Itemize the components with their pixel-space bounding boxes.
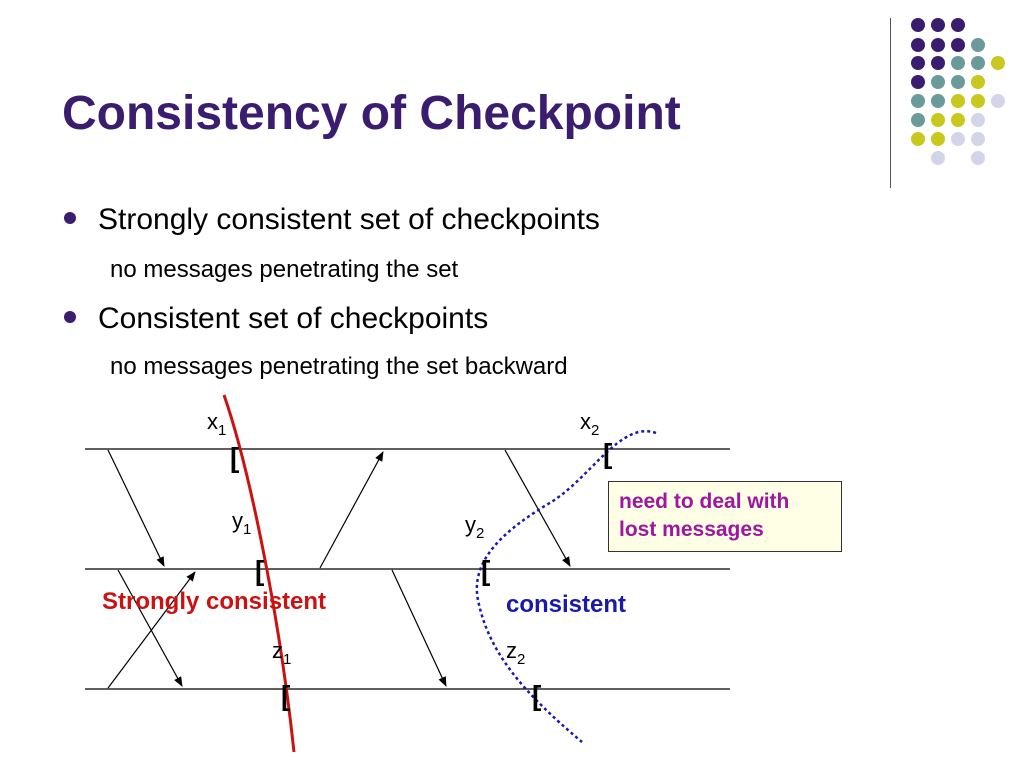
deco-dot <box>951 132 965 146</box>
deco-dot <box>951 94 965 108</box>
deco-dot <box>971 94 985 108</box>
consistent-cut <box>475 429 657 743</box>
lost-messages-note: need to deal with lost messages <box>608 481 842 552</box>
deco-dot <box>971 132 985 146</box>
deco-dot <box>931 18 945 32</box>
deco-dot <box>911 38 925 52</box>
bullet-dot-icon <box>64 311 76 324</box>
checkpoint-mark: [ <box>481 555 490 586</box>
deco-dot <box>911 18 925 32</box>
checkpoint-label-z2: z2 <box>506 638 525 668</box>
deco-dot <box>931 113 945 127</box>
checkpoint-label-y1: y1 <box>232 508 251 538</box>
deco-dot <box>971 75 985 89</box>
checkpoint-mark: [ <box>230 442 239 473</box>
deco-dot <box>911 113 925 127</box>
deco-dot <box>951 75 965 89</box>
deco-dot <box>991 56 1005 70</box>
bullet-text: Consistent set of checkpoints <box>98 302 489 335</box>
deco-dot <box>971 113 985 127</box>
checkpoint-label-y2: y2 <box>465 512 484 542</box>
checkpoint-mark: [ <box>532 680 541 711</box>
strongly-consistent-label: Strongly consistent <box>102 588 327 615</box>
decorative-divider <box>890 18 891 188</box>
deco-dot <box>931 94 945 108</box>
deco-dot <box>931 132 945 146</box>
bullet-consistent: Consistent set of checkpoints <box>64 302 488 336</box>
deco-dot <box>951 113 965 127</box>
deco-dot <box>971 38 985 52</box>
deco-dot <box>971 56 985 70</box>
deco-dot <box>991 94 1005 108</box>
decorative-dot-grid <box>902 18 1022 168</box>
strongly-consistent-cut <box>222 394 296 753</box>
message-arrow <box>319 451 384 569</box>
checkpoint-mark: [ <box>281 680 290 711</box>
checkpoint-label-x1: x1 <box>207 409 226 439</box>
deco-dot <box>971 151 985 165</box>
sub-bullet-strongly-consistent: no messages penetrating the set <box>110 256 459 283</box>
deco-dot <box>931 38 945 52</box>
deco-dot <box>911 56 925 70</box>
consistent-label: consistent <box>506 591 627 618</box>
sub-bullet-consistent: no messages penetrating the set backward <box>110 353 568 380</box>
bullet-text: Strongly consistent set of checkpoints <box>98 203 600 236</box>
deco-dot <box>951 38 965 52</box>
checkpoint-mark: [ <box>603 438 612 469</box>
message-arrow <box>391 569 447 687</box>
deco-dot <box>931 56 945 70</box>
checkpoint-label-z1: z1 <box>272 638 291 668</box>
slide-title: Consistency of Checkpoint <box>62 87 681 140</box>
bullet-dot-icon <box>64 212 76 225</box>
deco-dot <box>931 151 945 165</box>
deco-dot <box>951 56 965 70</box>
deco-dot <box>931 75 945 89</box>
deco-dot <box>911 75 925 89</box>
deco-dot <box>911 94 925 108</box>
bullet-strongly-consistent: Strongly consistent set of checkpoints <box>64 203 600 237</box>
checkpoint-mark: [ <box>255 555 264 586</box>
message-arrow <box>107 449 165 567</box>
message-arrow <box>117 569 183 687</box>
deco-dot <box>951 18 965 32</box>
deco-dot <box>911 132 925 146</box>
checkpoint-label-x2: x2 <box>580 409 599 439</box>
message-arrow <box>504 449 571 567</box>
